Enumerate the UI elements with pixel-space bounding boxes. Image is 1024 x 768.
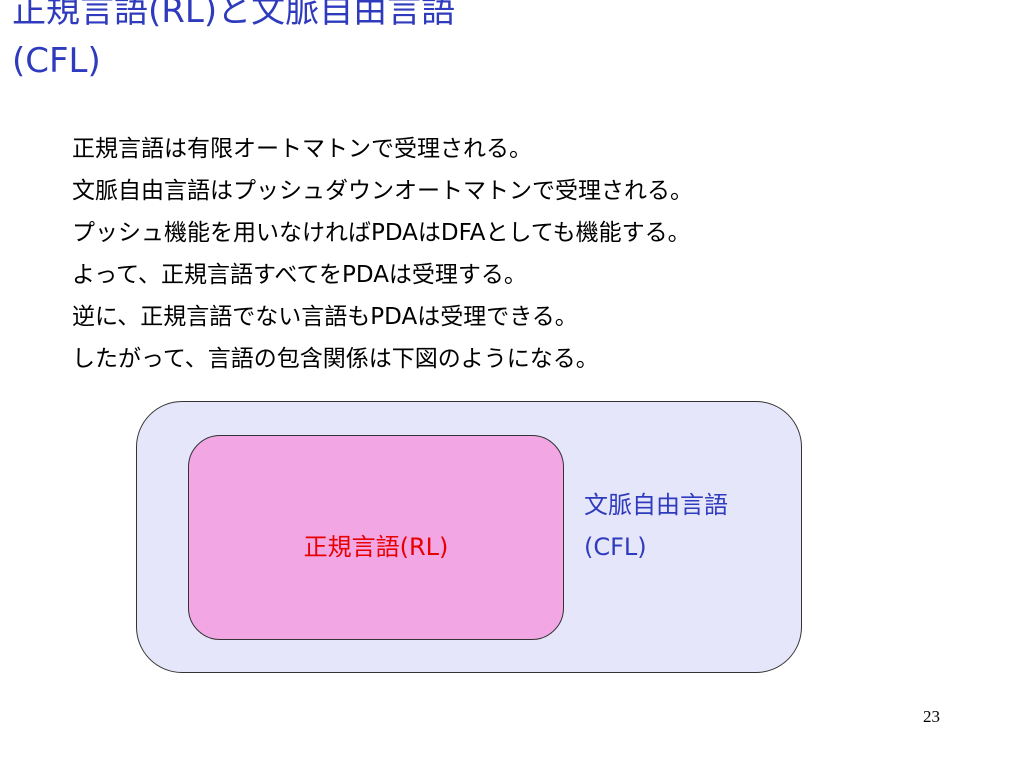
cfl-label-line-2: (CFL) (584, 533, 647, 561)
slide-title: 正規言語(RL)と文脈自由言語 (CFL) (12, 0, 1012, 86)
body-line-1: 正規言語は有限オートマトンで受理される。 (72, 136, 532, 162)
slide-title-line-2: (CFL) (12, 41, 101, 81)
body-line-6: したがって、言語の包含関係は下図のようになる。 (72, 346, 599, 372)
page-number: 23 (923, 707, 940, 726)
rl-region (188, 435, 564, 640)
body-line-4: よって、正規言語すべてをPDAは受理する。 (72, 262, 527, 288)
slide-body: 正規言語は有限オートマトンで受理される。 文脈自由言語はプッシュダウンオートマト… (72, 128, 1012, 380)
cfl-label: 文脈自由言語 (CFL) (584, 484, 799, 568)
body-line-5: 逆に、正規言語でない言語もPDAは受理できる。 (72, 304, 578, 330)
body-line-3: プッシュ機能を用いなければPDAはDFAとしても機能する。 (72, 220, 691, 246)
cfl-label-line-1: 文脈自由言語 (584, 491, 728, 519)
body-line-2: 文脈自由言語はプッシュダウンオートマトンで受理される。 (72, 178, 693, 204)
rl-label: 正規言語(RL) (303, 533, 449, 561)
slide-title-line-1: 正規言語(RL)と文脈自由言語 (12, 0, 456, 31)
